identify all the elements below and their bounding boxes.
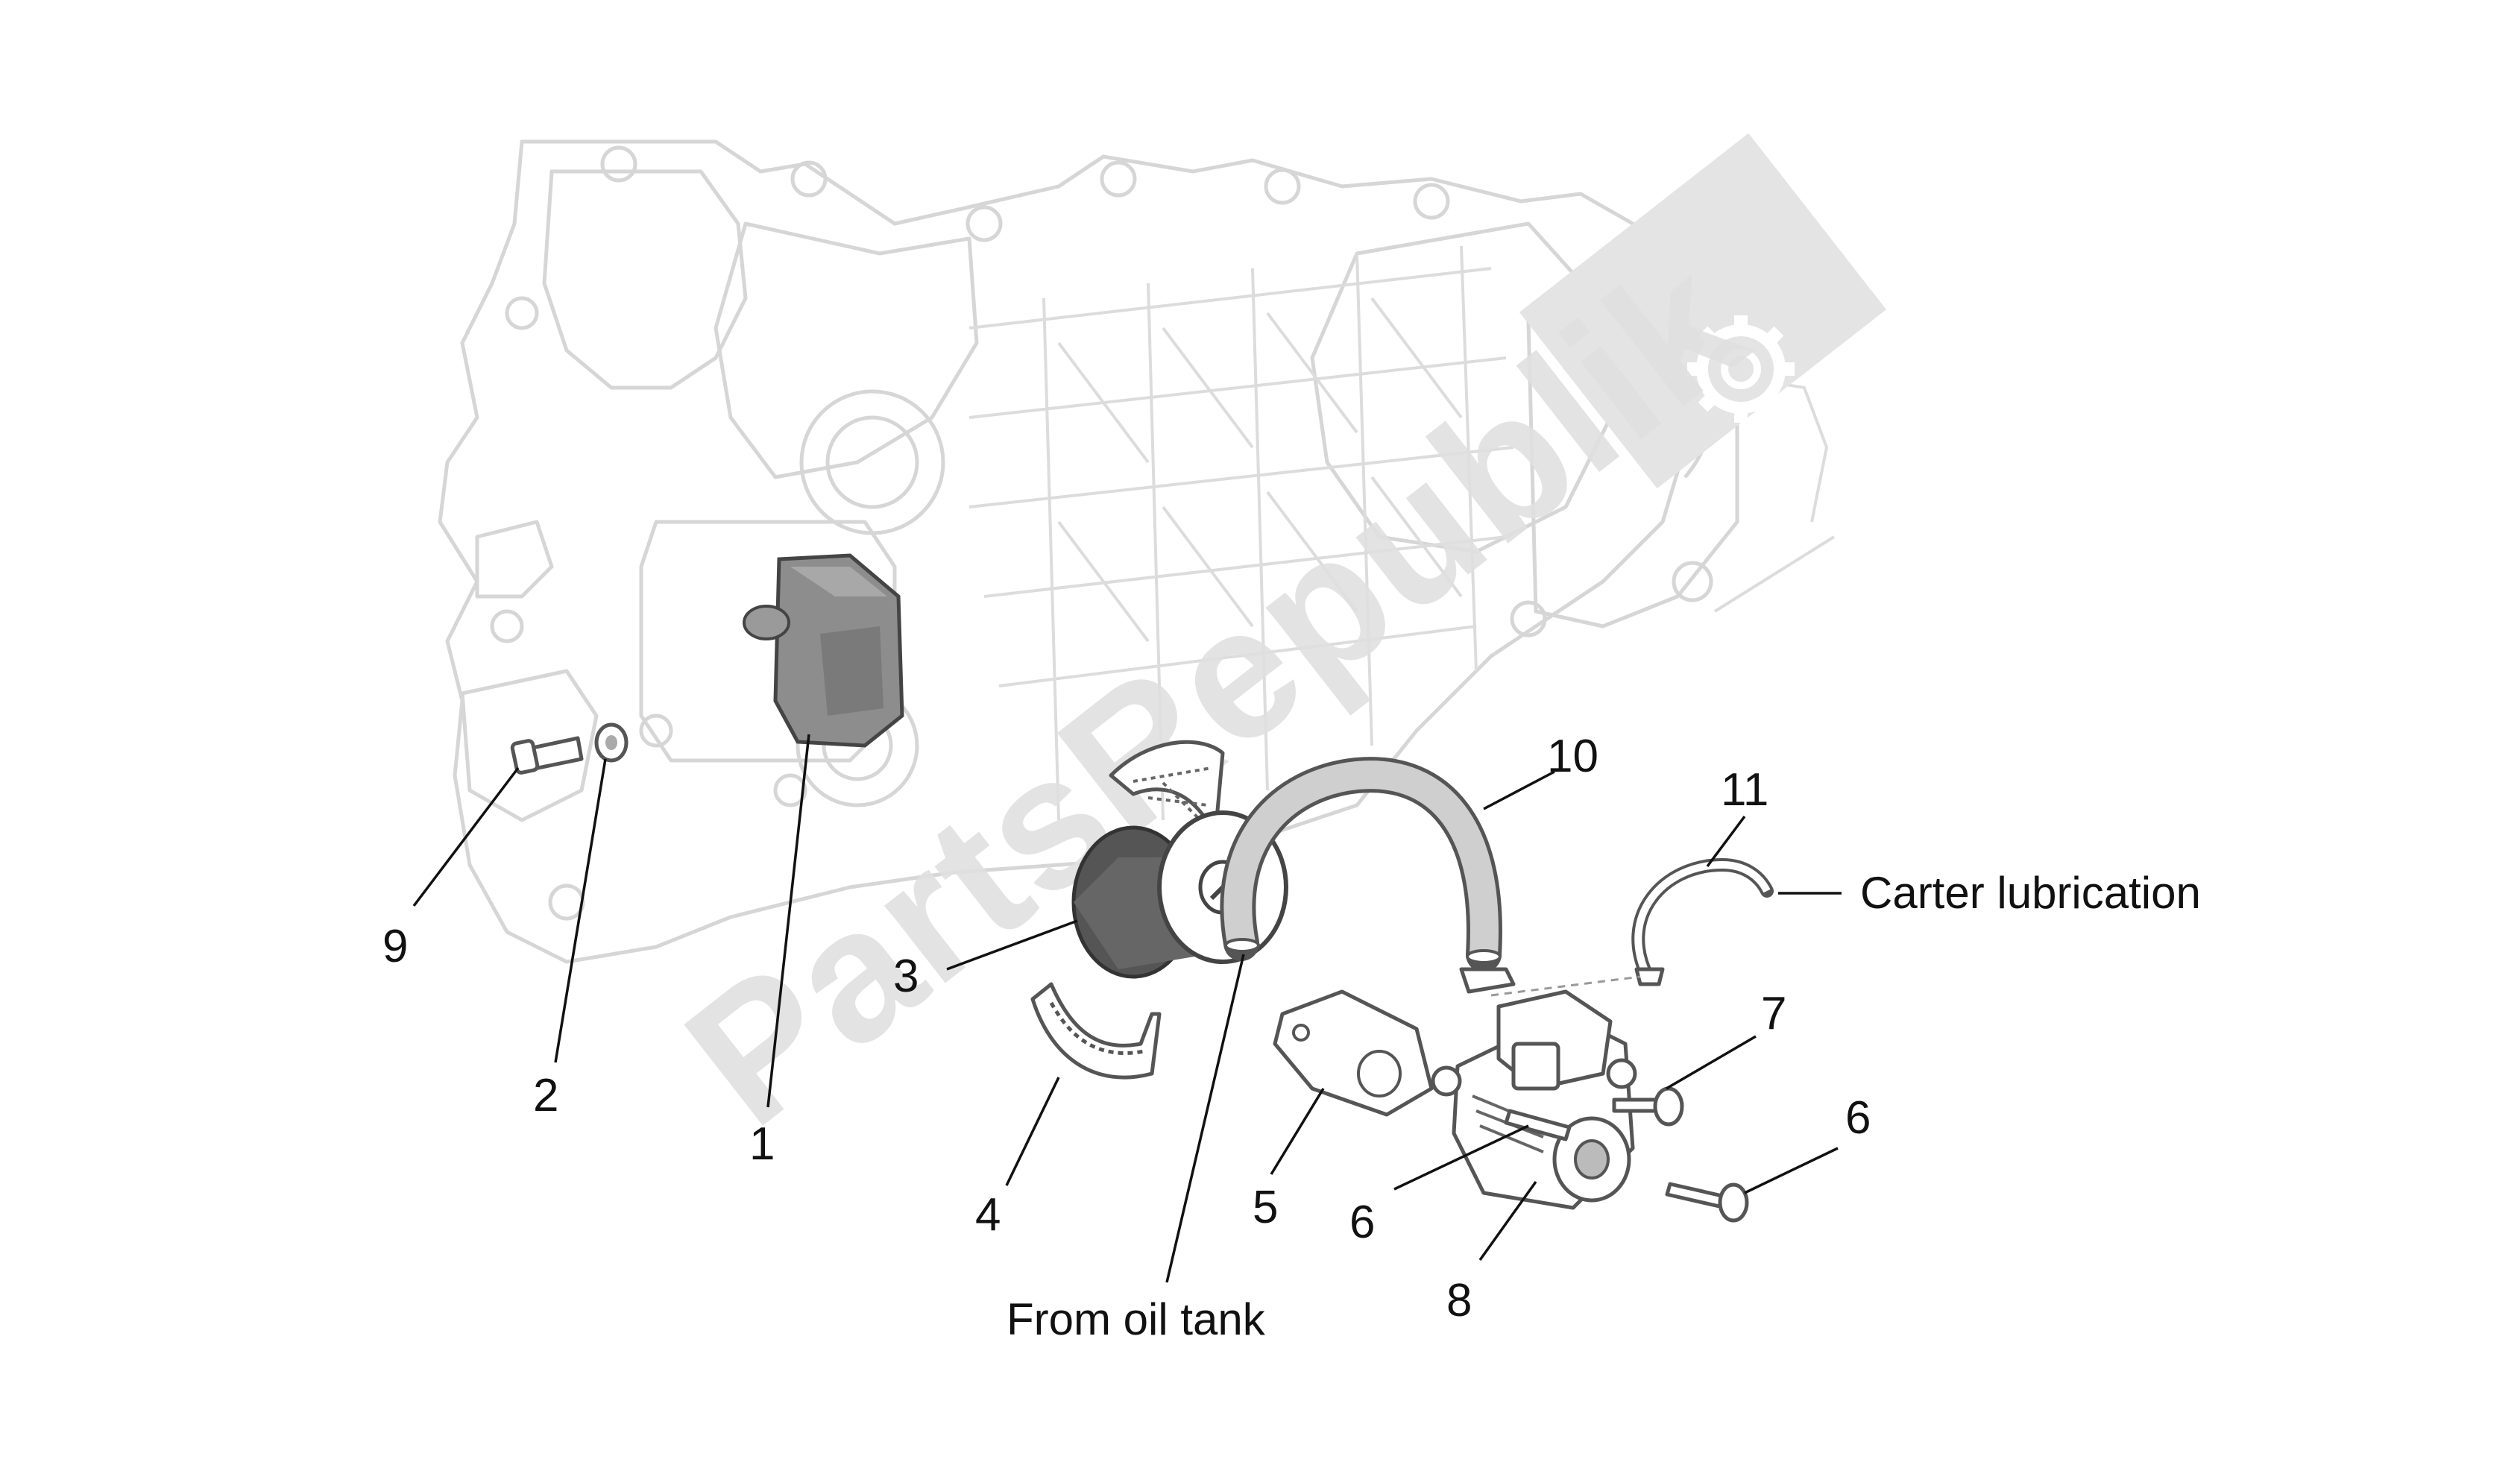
callout-8: 8 <box>1446 1275 1472 1326</box>
note-from-oil-tank: From oil tank <box>1007 1294 1266 1344</box>
callout-6-outer: 6 <box>1845 1092 1871 1144</box>
part-2-washer <box>594 722 629 763</box>
part-10-hose <box>1220 757 1516 994</box>
callout-9: 9 <box>382 921 408 972</box>
leader-lines <box>412 734 1842 1283</box>
callout-labels: 1 2 3 4 5 6 6 7 8 9 10 11 <box>382 731 1871 1326</box>
callout-5: 5 <box>1253 1182 1278 1233</box>
part-5-gasket <box>1273 989 1434 1117</box>
callout-1: 1 <box>749 1118 775 1170</box>
part-6-screw-inner <box>1504 1109 1572 1141</box>
part-7-screw <box>1612 1086 1684 1127</box>
callout-2: 2 <box>533 1070 558 1121</box>
callout-6-inner: 6 <box>1349 1197 1375 1248</box>
callout-11: 11 <box>1721 764 1768 816</box>
part-9-bolt <box>510 736 584 775</box>
part-4-belt-lower <box>1030 982 1162 1080</box>
callout-7: 7 <box>1761 988 1786 1039</box>
connection-guide <box>1490 975 1641 997</box>
callout-4: 4 <box>975 1189 1001 1241</box>
part-1-pump-cover <box>743 553 904 748</box>
callout-3: 3 <box>893 951 919 1002</box>
part-11-pipe <box>1631 857 1774 986</box>
callout-10: 10 <box>1547 731 1598 782</box>
part-8-oil-pump <box>1431 989 1637 1210</box>
part-4-belt-upper <box>1109 740 1225 837</box>
gear-icon <box>1687 315 1795 423</box>
part-6-screw <box>1665 1182 1749 1223</box>
note-carter-lubrication: Carter lubrication <box>1860 868 2201 918</box>
